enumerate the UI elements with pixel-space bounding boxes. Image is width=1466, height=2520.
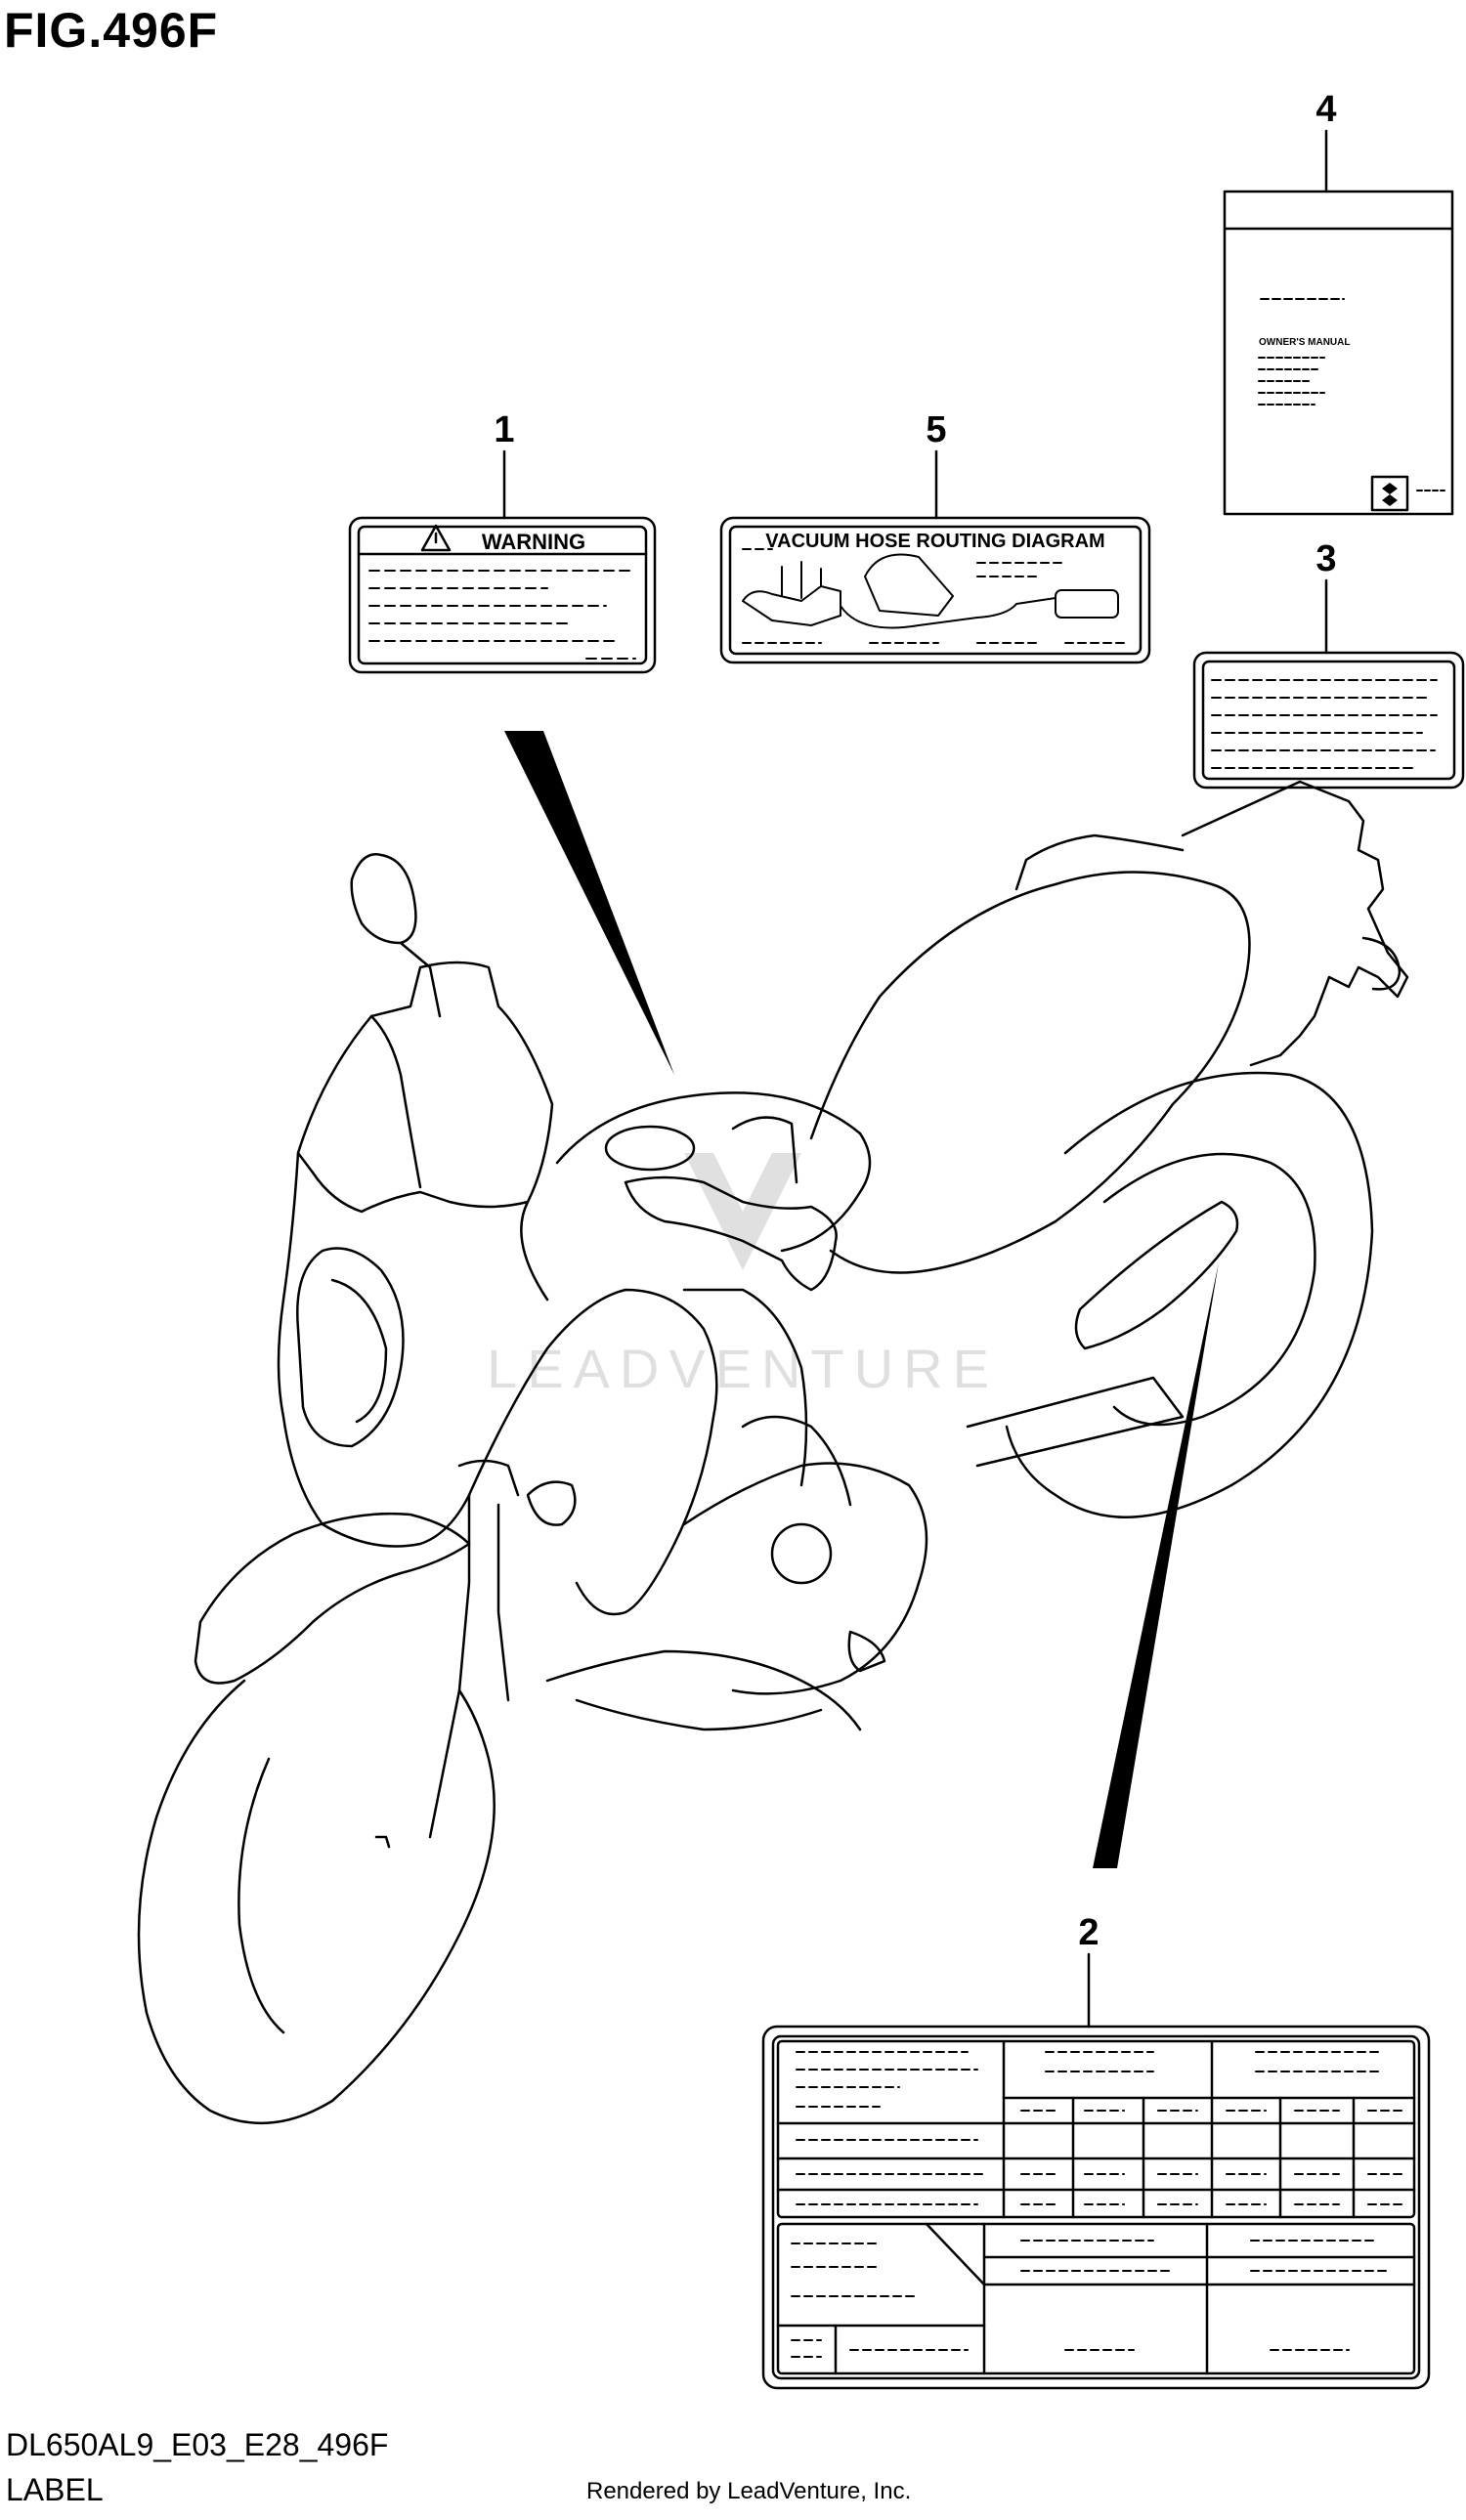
callout-3-number: 3 xyxy=(1315,538,1336,579)
pointer-1 xyxy=(504,731,674,1075)
warning-label-text: WARNING xyxy=(482,530,585,554)
callout-2[interactable]: 2 xyxy=(1078,1912,1100,2029)
render-credit: Rendered by LeadVenture, Inc. xyxy=(586,2478,912,2504)
callout-2-number: 2 xyxy=(1078,1912,1099,1953)
callout-3[interactable]: 3 xyxy=(1315,538,1337,655)
callout-4-number: 4 xyxy=(1315,89,1336,130)
motorcycle-drawing xyxy=(137,780,1409,2125)
callout-5[interactable]: 5 xyxy=(926,409,947,520)
label-3 xyxy=(1192,651,1465,790)
owners-manual: OWNER'S MANUAL xyxy=(1223,190,1454,516)
callout-5-number: 5 xyxy=(926,409,946,450)
label-2-table xyxy=(761,2025,1431,2390)
vacuum-hose-label: VACUUM HOSE ROUTING DIAGRAM xyxy=(719,516,1151,664)
callout-1-number: 1 xyxy=(494,409,514,450)
callout-4[interactable]: 4 xyxy=(1315,89,1337,193)
vacuum-hose-label-text: VACUUM HOSE ROUTING DIAGRAM xyxy=(765,531,1104,552)
figure-name: LABEL xyxy=(6,2472,104,2507)
warning-label: WARNING xyxy=(348,516,657,674)
callout-1[interactable]: 1 xyxy=(494,409,515,520)
watermark-text: LEADVENTURE xyxy=(487,1338,999,1399)
watermark: LEADVENTURE xyxy=(487,1153,999,1399)
owners-manual-text: OWNER'S MANUAL xyxy=(1259,337,1350,348)
pointer-2 xyxy=(1093,1262,1219,1868)
figure-code: DL650AL9_E03_E28_496F xyxy=(6,2427,389,2462)
figure-title: FIG.496F xyxy=(4,3,219,58)
